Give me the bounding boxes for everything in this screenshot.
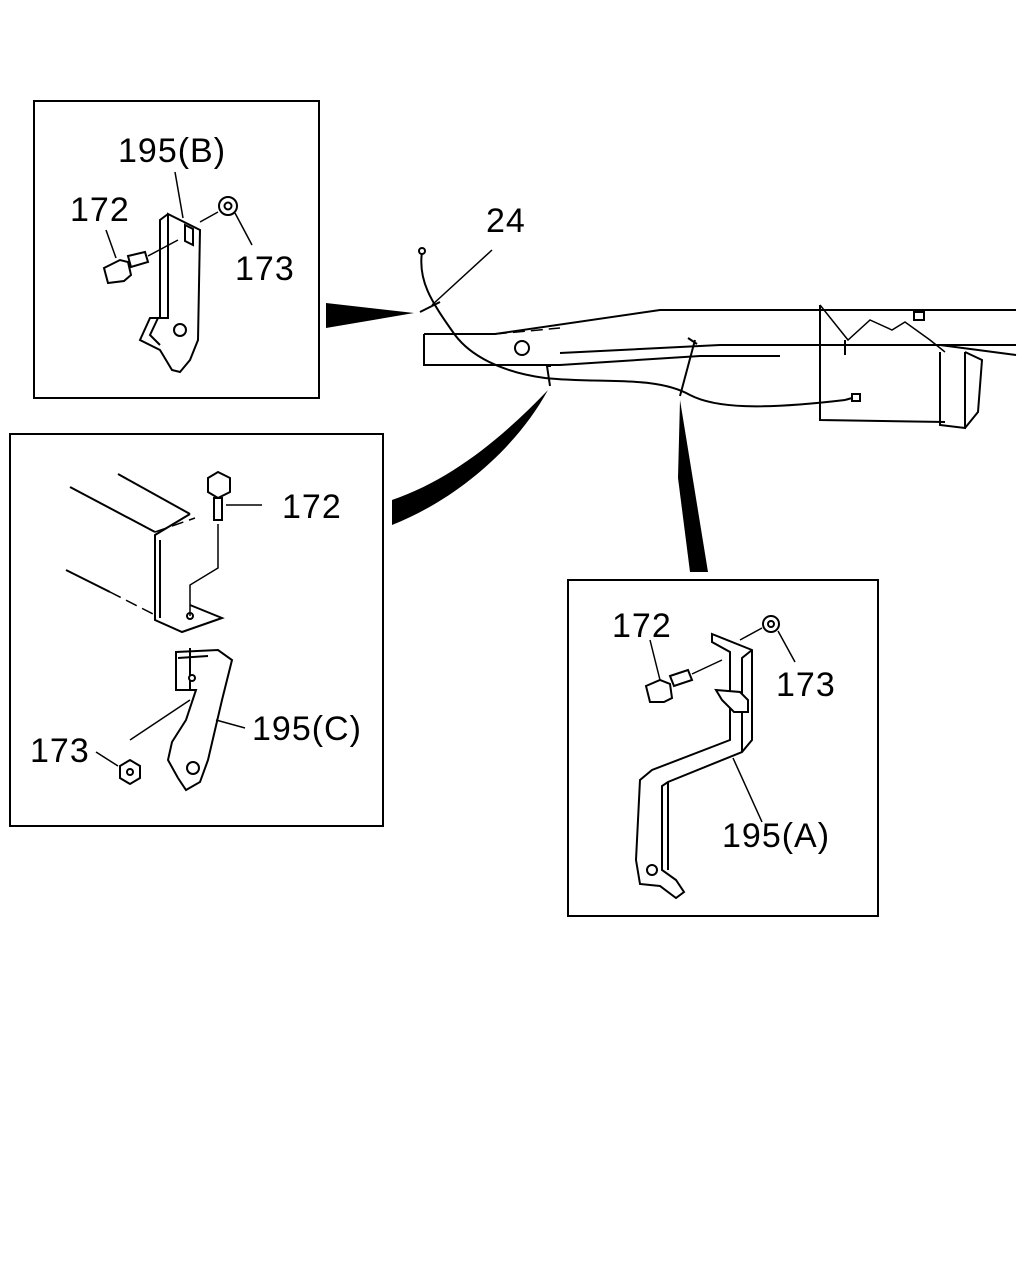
detail-a-parts <box>634 615 796 900</box>
label-172-a: 172 <box>612 607 672 645</box>
label-195a: 195(A) <box>722 817 830 855</box>
pointer-to-detail-c <box>392 390 548 525</box>
label-172-c: 172 <box>282 488 342 526</box>
label-173-c: 173 <box>30 732 90 770</box>
detail-c-parts <box>65 470 262 792</box>
detail-b-frame <box>33 100 320 399</box>
detail-b-parts <box>102 171 253 374</box>
detail-a-frame <box>567 579 879 917</box>
detail-c-frame <box>9 433 384 827</box>
label-195b: 195(B) <box>118 132 226 170</box>
label-24: 24 <box>486 202 526 240</box>
label-173-b: 173 <box>235 250 295 288</box>
pointer-to-detail-a <box>678 400 708 572</box>
label-173-a: 173 <box>776 666 836 704</box>
label-195c: 195(C) <box>252 710 362 748</box>
label-172-b: 172 <box>70 191 130 229</box>
pointer-to-detail-b <box>326 303 414 328</box>
main-frame-view <box>418 247 1017 430</box>
